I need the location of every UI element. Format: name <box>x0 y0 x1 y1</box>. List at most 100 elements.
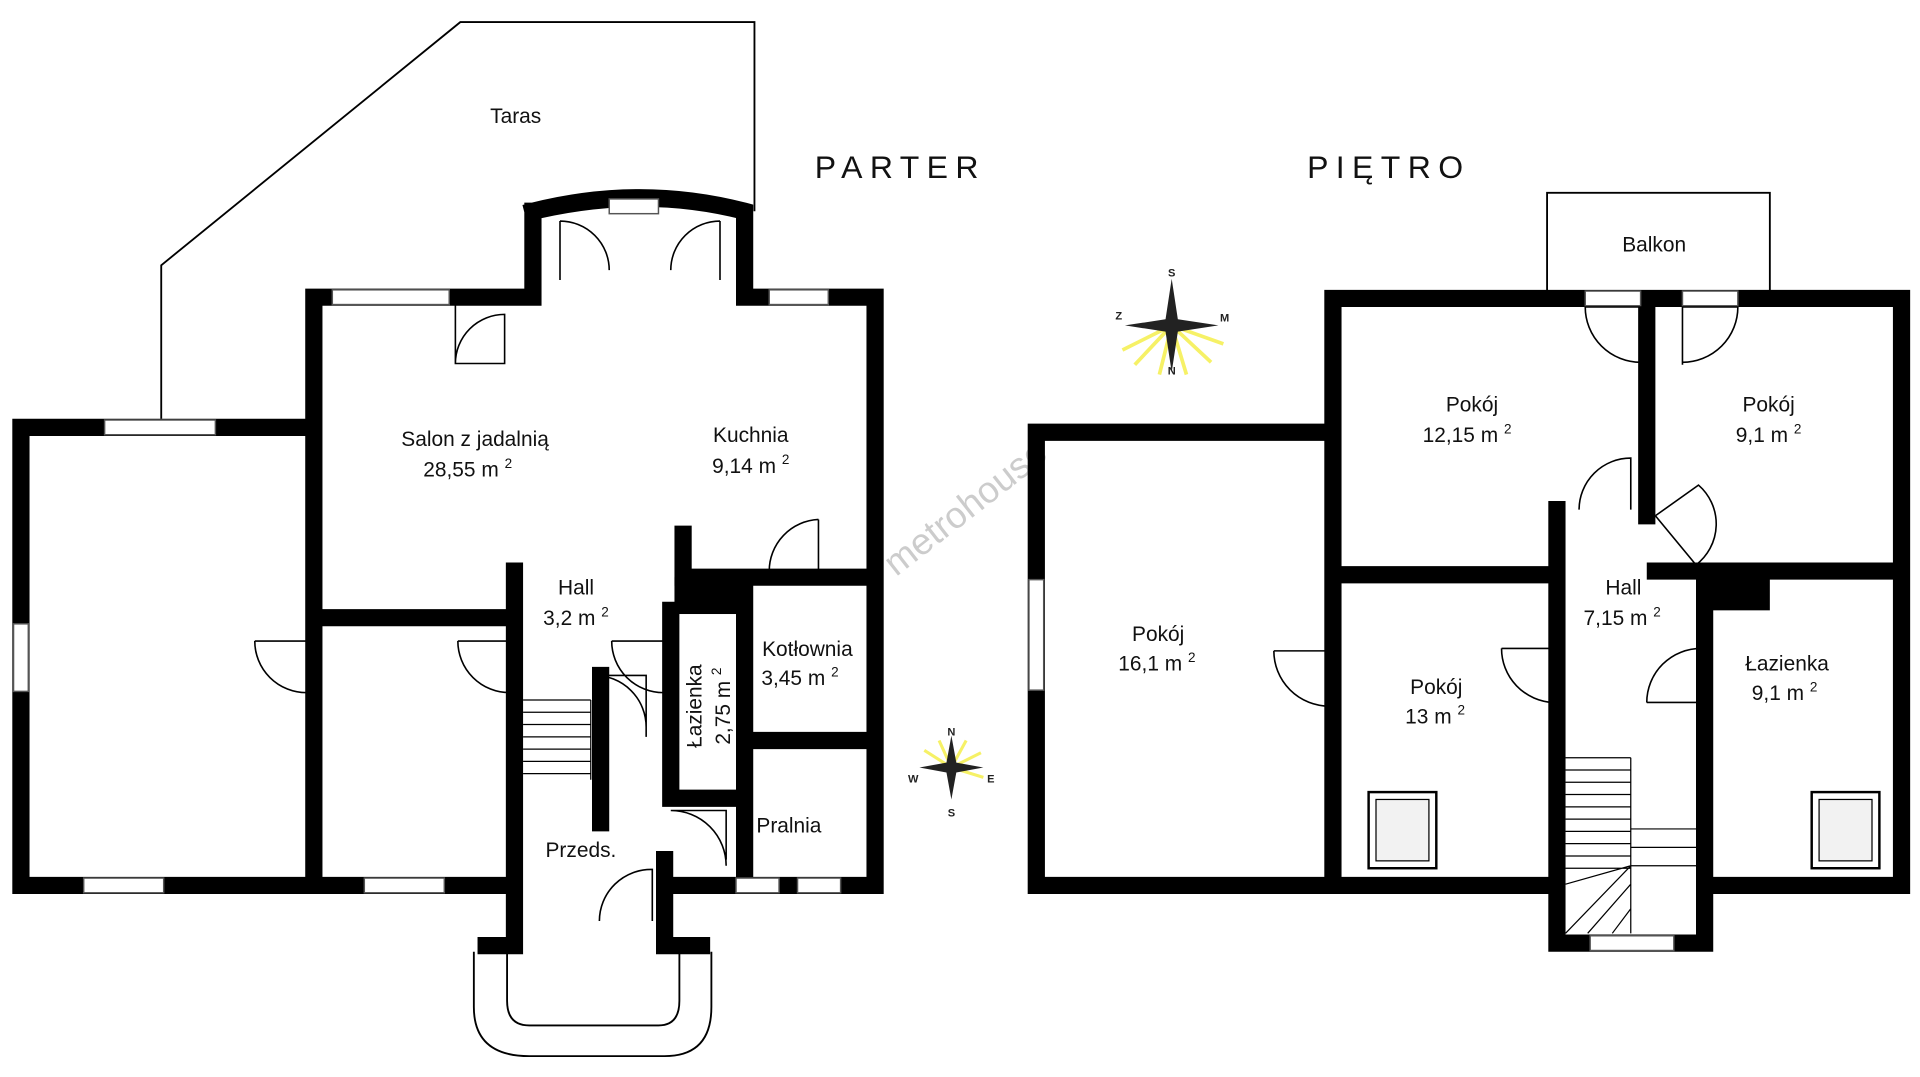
room-area: 9,1 m 2 <box>1736 422 1802 448</box>
room-area: 2,75 m 2 <box>709 668 735 745</box>
stairs <box>523 699 592 780</box>
stairs <box>1565 757 1699 934</box>
window <box>608 198 660 215</box>
room-label: Pokój <box>1132 623 1184 646</box>
area-value: 9,14 m <box>712 455 776 478</box>
ground-floor-plan: Taras Salon z jadalnią 28,55 m 2 Kuchnia… <box>12 21 884 1058</box>
room-area: 28,55 m 2 <box>423 456 512 482</box>
door <box>598 868 654 922</box>
window <box>1028 578 1045 691</box>
area-value: 3,2 m <box>543 607 595 630</box>
door <box>610 640 672 694</box>
compass-label: M <box>1220 313 1229 325</box>
compass-rose-icon: S Z M N <box>1115 267 1229 377</box>
room-label: Salon z jadalnią <box>401 428 549 451</box>
area-sup: 2 <box>1504 422 1512 437</box>
window <box>1681 290 1739 307</box>
ground-walls <box>12 189 884 955</box>
area-sup: 2 <box>1653 604 1661 619</box>
door <box>1681 306 1739 365</box>
door <box>457 640 516 694</box>
terrace-outline <box>160 21 756 419</box>
chimney <box>1698 571 1770 611</box>
window <box>1589 935 1675 952</box>
window <box>331 289 450 306</box>
compass-rose-icon: N W E S <box>908 727 994 820</box>
roof-window-pane <box>1818 798 1873 862</box>
room-area: 3,2 m 2 <box>543 604 609 630</box>
upper-floor-plan: Balkon Pokój 12,15 m 2 Pokój 9,1 m 2 Pok… <box>1027 191 1911 952</box>
room-label: Pokój <box>1742 393 1794 416</box>
area-value: 3,45 m <box>761 667 825 690</box>
area-sup: 2 <box>1188 650 1196 665</box>
window <box>103 419 217 436</box>
door <box>1500 647 1558 704</box>
compass-label: S <box>948 808 955 820</box>
area-value: 28,55 m <box>423 459 499 482</box>
room-label: Pokój <box>1446 393 1498 416</box>
window <box>735 877 780 894</box>
door <box>1578 457 1632 510</box>
area-sup: 2 <box>505 456 513 471</box>
door <box>1584 306 1642 365</box>
title-pietro: PIĘTRO <box>1307 149 1470 185</box>
door <box>594 674 647 737</box>
compass-label: W <box>908 773 919 785</box>
area-value: 12,15 m <box>1423 424 1499 447</box>
door <box>1645 647 1706 704</box>
compass-label: S <box>1168 267 1175 279</box>
room-label: Pokój <box>1410 676 1462 699</box>
window <box>1584 290 1642 307</box>
area-sup: 2 <box>601 604 609 619</box>
title-parter: PARTER <box>815 149 986 185</box>
compass-label: E <box>987 773 994 785</box>
window <box>796 877 842 894</box>
door <box>1654 484 1717 566</box>
window <box>82 877 165 894</box>
porch-outline <box>472 951 713 1058</box>
room-area: 3,45 m 2 <box>761 665 838 691</box>
area-sup: 2 <box>709 668 724 676</box>
area-value: 9,1 m <box>1752 682 1804 705</box>
window <box>12 623 30 693</box>
area-sup: 2 <box>1810 679 1818 694</box>
room-label: Przeds. <box>545 839 616 862</box>
room-area: 12,15 m 2 <box>1423 422 1512 448</box>
area-value: 2,75 m <box>712 681 735 745</box>
room-area: 9,14 m 2 <box>712 452 789 478</box>
area-value: 13 m <box>1405 705 1451 728</box>
door <box>768 518 820 572</box>
room-label: Kotłownia <box>762 638 853 661</box>
roof-window-pane <box>1375 798 1430 862</box>
door <box>670 809 727 866</box>
window <box>768 289 830 306</box>
area-value: 7,15 m <box>1584 607 1648 630</box>
room-area: 13 m 2 <box>1405 703 1465 729</box>
area-value: 16,1 m <box>1118 653 1182 676</box>
door <box>1273 650 1334 707</box>
area-sup: 2 <box>782 452 790 467</box>
window <box>363 877 446 894</box>
room-label: Kuchnia <box>713 424 789 447</box>
room-area: 9,1 m 2 <box>1752 679 1818 705</box>
compass-label: Z <box>1115 310 1122 322</box>
compass-label: N <box>947 727 955 739</box>
room-area: 7,15 m 2 <box>1584 604 1661 630</box>
door <box>454 302 506 365</box>
area-sup: 2 <box>831 665 839 680</box>
area-value: 9,1 m <box>1736 424 1788 447</box>
door <box>253 640 315 694</box>
door <box>559 220 721 280</box>
room-area: 16,1 m 2 <box>1118 650 1195 676</box>
room-label: Łazienka <box>684 664 707 748</box>
room-label: Hall <box>558 576 594 599</box>
room-label: Pralnia <box>756 815 821 838</box>
chimney <box>674 577 745 615</box>
area-sup: 2 <box>1457 703 1465 718</box>
room-label: Taras <box>490 105 541 128</box>
room-label: Hall <box>1605 576 1641 599</box>
compass-label: N <box>1168 366 1176 378</box>
room-label: Balkon <box>1622 234 1686 257</box>
bathroom-label-group: Łazienka 2,75 m 2 <box>684 664 735 748</box>
